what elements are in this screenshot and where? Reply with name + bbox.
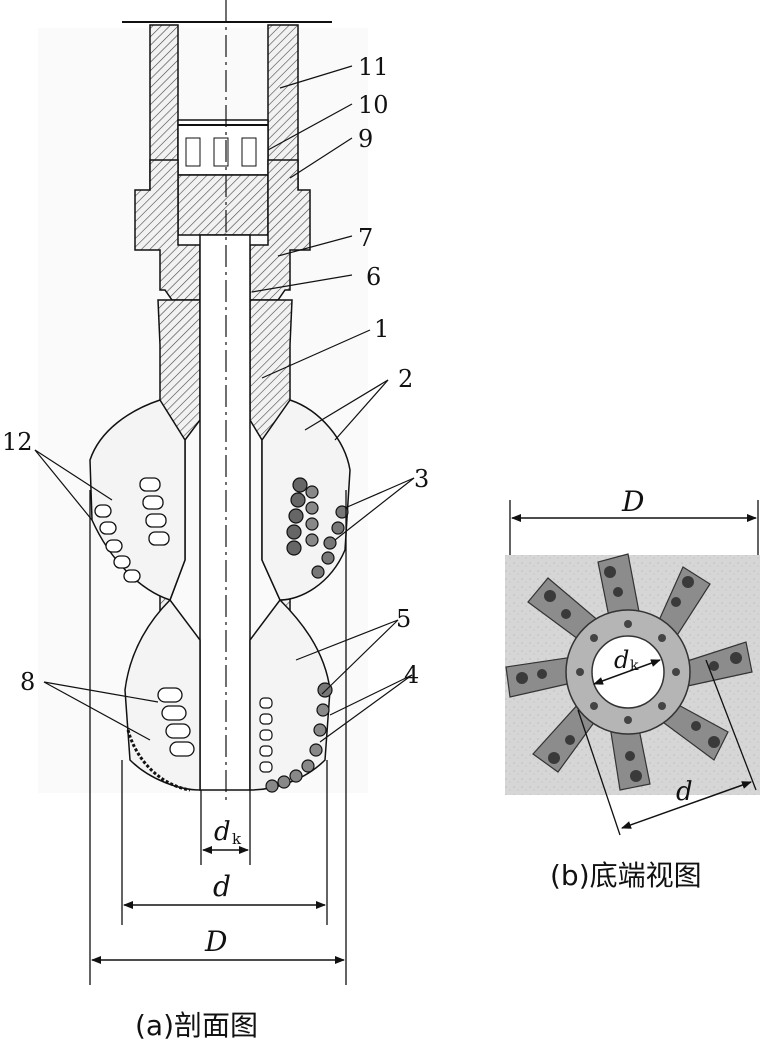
label-7: 7 <box>358 224 373 252</box>
label-9: 9 <box>358 125 373 153</box>
central-bore <box>199 234 251 791</box>
core-catcher <box>177 119 269 236</box>
label-6: 6 <box>366 263 381 291</box>
label-1: 1 <box>374 315 389 343</box>
extension-lines <box>89 490 347 985</box>
bottom-dk-subscript: k <box>630 658 639 674</box>
bottom-d-extension-2 <box>705 659 757 791</box>
d-label: d <box>213 870 231 903</box>
D-label: D <box>204 925 227 958</box>
bottom-D-label: D <box>621 485 644 518</box>
label-10: 10 <box>358 91 389 119</box>
cutters-left-upper <box>94 477 170 583</box>
label-5: 5 <box>396 605 411 633</box>
section-view: 11 10 9 7 6 1 2 3 5 4 12 8 d k <box>2 0 429 1042</box>
label-4: 4 <box>404 661 419 689</box>
dimension-d: d <box>123 870 326 909</box>
bottom-view: D <box>505 485 760 892</box>
bottom-dk-label: d <box>614 646 629 674</box>
bottom-d-line <box>621 781 752 829</box>
bottom-d-extension-1 <box>577 709 621 836</box>
cutters-left-lower <box>126 687 195 792</box>
bottom-dk-line <box>593 659 661 685</box>
dk-label: d <box>214 817 231 847</box>
dk-subscript: k <box>232 830 242 848</box>
label-11: 11 <box>358 53 389 81</box>
caption-bottom-view: (b)底端视图 <box>550 859 702 892</box>
cutters-right-lower <box>259 682 333 793</box>
label-3: 3 <box>414 465 429 493</box>
label-8: 8 <box>20 668 35 696</box>
caption-section-view: (a)剖面图 <box>135 1009 258 1041</box>
dimension-D: D <box>91 925 345 964</box>
bottom-d-label: d <box>676 777 693 807</box>
dimension-dk: d k <box>202 817 249 854</box>
part-labels: 11 10 9 7 6 1 2 3 5 4 12 8 <box>2 53 429 696</box>
leader-lines <box>34 65 415 743</box>
cutters-right-upper <box>286 477 349 579</box>
label-2: 2 <box>398 365 413 393</box>
label-12: 12 <box>2 428 33 456</box>
